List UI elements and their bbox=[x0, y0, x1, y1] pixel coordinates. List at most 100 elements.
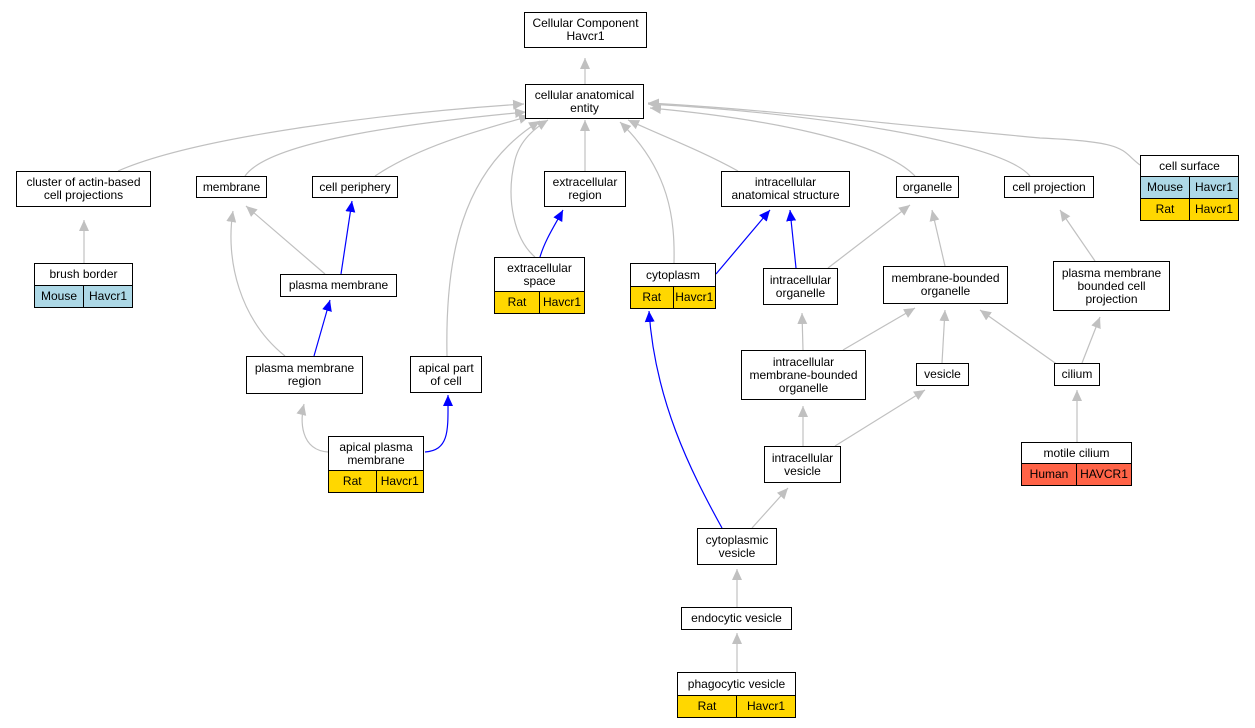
edge-organelle-cae bbox=[649, 104, 916, 177]
node-label: plasma membrane bounded cell projection bbox=[1061, 265, 1162, 306]
node-cellular-anatomical-entity[interactable]: cellular anatomical entity bbox=[525, 84, 644, 119]
node-intracellular-anatomical-structure[interactable]: intracellular anatomical structure bbox=[721, 171, 850, 207]
node-cytoplasm[interactable]: cytoplasm Rat Havcr1 bbox=[630, 263, 716, 309]
node-plasma-membrane[interactable]: plasma membrane bbox=[280, 274, 397, 297]
node-brush-border[interactable]: brush border Mouse Havcr1 bbox=[34, 263, 133, 308]
species-cell: Rat bbox=[329, 471, 376, 492]
node-label: vesicle bbox=[924, 367, 961, 381]
node-extracellular-region[interactable]: extracellular region bbox=[544, 171, 626, 207]
annotation-row: Rat Havcr1 bbox=[678, 695, 795, 717]
node-label: brush border bbox=[49, 267, 118, 281]
edge-cytoves-intvesicle bbox=[751, 487, 789, 529]
species-cell: Mouse bbox=[1141, 177, 1189, 198]
node-cilium[interactable]: cilium bbox=[1054, 363, 1100, 386]
node-membrane[interactable]: membrane bbox=[196, 176, 267, 198]
edge-cilium-mbo bbox=[979, 309, 1059, 366]
gene-cell: Havcr1 bbox=[539, 292, 584, 313]
gene-cell: Havcr1 bbox=[1189, 177, 1238, 198]
node-label: apical part of cell bbox=[418, 360, 474, 388]
gene-cell: Havcr1 bbox=[736, 696, 795, 717]
node-intracellular-vesicle[interactable]: intracellular vesicle bbox=[764, 446, 841, 483]
node-apical-part-of-cell[interactable]: apical part of cell bbox=[410, 356, 482, 393]
node-apical-plasma-membrane[interactable]: apical plasma membrane Rat Havcr1 bbox=[328, 436, 424, 493]
species-cell: Rat bbox=[678, 696, 736, 717]
node-label: cell surface bbox=[1159, 158, 1220, 173]
edge-plasmamembrane-cellperiphery bbox=[340, 200, 356, 275]
node-label: intracellular vesicle bbox=[771, 450, 834, 478]
node-organelle[interactable]: organelle bbox=[896, 176, 959, 198]
edge-pmregion-membrane bbox=[226, 210, 286, 357]
node-cluster-of-actin-based-cell-projections[interactable]: cluster of actin-based cell projections bbox=[16, 171, 151, 207]
node-phagocytic-vesicle[interactable]: phagocytic vesicle Rat Havcr1 bbox=[677, 672, 796, 718]
node-label: extracellular space bbox=[507, 260, 572, 288]
edge-apicalpm-pmregion bbox=[296, 403, 329, 453]
node-label: intracellular membrane-bounded organelle bbox=[749, 354, 858, 395]
node-label: cytoplasmic vesicle bbox=[705, 532, 769, 560]
node-plasma-membrane-region[interactable]: plasma membrane region bbox=[246, 356, 363, 394]
node-label: intracellular anatomical structure bbox=[731, 175, 840, 202]
annotation-row: Mouse Havcr1 bbox=[1141, 176, 1238, 198]
node-cellular-component-root[interactable]: Cellular Component Havcr1 bbox=[524, 12, 647, 48]
edge-apicalpm-apicalpart bbox=[424, 394, 454, 453]
node-label: intracellular organelle bbox=[769, 272, 832, 300]
node-motile-cilium[interactable]: motile cilium Human HAVCR1 bbox=[1021, 442, 1132, 486]
gene-cell: Havcr1 bbox=[672, 287, 715, 308]
node-cell-projection[interactable]: cell projection bbox=[1004, 176, 1094, 198]
annotation-row: Mouse Havcr1 bbox=[35, 285, 132, 307]
node-label: cell projection bbox=[1012, 179, 1086, 194]
annotation-row: Rat Havcr1 bbox=[1141, 198, 1238, 220]
annotation-row: Rat Havcr1 bbox=[329, 470, 423, 492]
node-label: motile cilium bbox=[1043, 445, 1110, 460]
node-extracellular-space[interactable]: extracellular space Rat Havcr1 bbox=[494, 257, 585, 314]
node-label: apical plasma membrane bbox=[339, 439, 413, 467]
gene-cell: Havcr1 bbox=[1189, 199, 1238, 220]
node-intracellular-membrane-bounded-organelle[interactable]: intracellular membrane-bounded organelle bbox=[741, 350, 866, 400]
node-intracellular-organelle[interactable]: intracellular organelle bbox=[763, 268, 838, 305]
node-label: organelle bbox=[902, 179, 953, 194]
edge-intorg-organelle bbox=[827, 204, 911, 269]
node-vesicle[interactable]: vesicle bbox=[916, 363, 969, 386]
node-endocytic-vesicle[interactable]: endocytic vesicle bbox=[681, 607, 792, 630]
edge-cellprojection-cae bbox=[647, 99, 1031, 177]
edge-cellperiphery-cae bbox=[374, 114, 531, 177]
node-label: extracellular region bbox=[552, 175, 618, 202]
edge-membrane-cae bbox=[244, 108, 527, 177]
edge-imbo-intorg bbox=[797, 312, 808, 351]
node-plasma-membrane-bounded-cell-projection[interactable]: plasma membrane bounded cell projection bbox=[1053, 261, 1170, 311]
node-label: cellular anatomical entity bbox=[534, 87, 635, 115]
edge-ias-cae bbox=[627, 119, 739, 172]
edge-cytoplasm-cae bbox=[619, 121, 675, 264]
edge-cluster-cae bbox=[117, 99, 525, 172]
species-cell: Rat bbox=[631, 287, 673, 308]
node-label: plasma membrane region bbox=[254, 361, 355, 388]
node-label: cluster of actin-based cell projections bbox=[26, 175, 141, 202]
node-label: cell periphery bbox=[319, 179, 391, 194]
annotation-row: Rat Havcr1 bbox=[495, 291, 584, 313]
gene-cell: HAVCR1 bbox=[1076, 464, 1131, 485]
edge-extspace-cae bbox=[510, 119, 549, 258]
gene-cell: Havcr1 bbox=[83, 286, 132, 307]
edge-pmregion-plasmamembrane bbox=[313, 299, 332, 357]
edge-cytoves-cytoplasm bbox=[644, 310, 723, 529]
edge-cellsurface-cae bbox=[647, 98, 1141, 166]
node-cytoplasmic-vesicle[interactable]: cytoplasmic vesicle bbox=[697, 528, 777, 565]
node-label: cytoplasm bbox=[645, 267, 701, 282]
species-cell: Mouse bbox=[35, 286, 83, 307]
annotation-row: Rat Havcr1 bbox=[631, 286, 715, 308]
edge-cilium-pmbcp bbox=[1081, 316, 1101, 364]
node-membrane-bounded-organelle[interactable]: membrane-bounded organelle bbox=[883, 266, 1008, 304]
edge-extspace-extregion bbox=[539, 209, 564, 258]
edge-apicalpart-cae bbox=[446, 120, 541, 357]
species-cell: Rat bbox=[495, 292, 539, 313]
gene-cell: Havcr1 bbox=[375, 471, 423, 492]
node-label: membrane-bounded organelle bbox=[891, 271, 1000, 298]
edge-mbo-organelle bbox=[929, 209, 946, 267]
species-cell: Human bbox=[1022, 464, 1076, 485]
node-label: plasma membrane bbox=[288, 278, 389, 292]
node-cell-periphery[interactable]: cell periphery bbox=[312, 176, 398, 198]
node-cell-surface[interactable]: cell surface Mouse Havcr1 Rat Havcr1 bbox=[1140, 155, 1239, 221]
node-label: cilium bbox=[1061, 367, 1093, 381]
edge-pmbcp-cellprojection bbox=[1059, 209, 1096, 262]
node-label: phagocytic vesicle bbox=[687, 676, 786, 691]
